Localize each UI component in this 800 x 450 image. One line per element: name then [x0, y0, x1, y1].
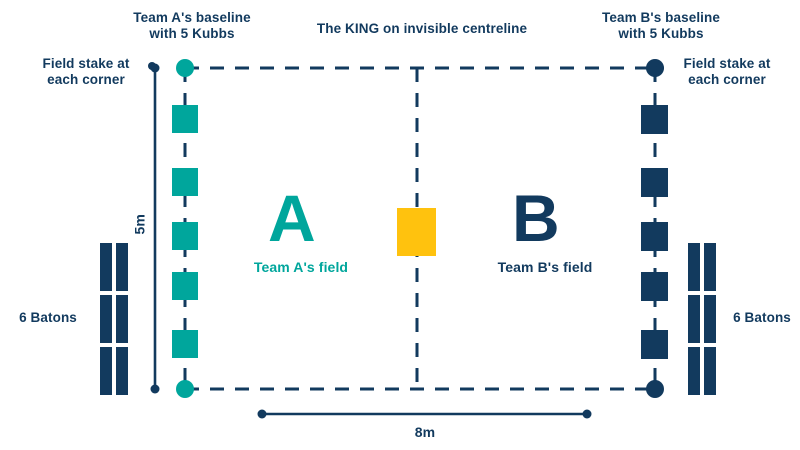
measure-5m-cap-bottom — [150, 384, 160, 394]
kubb-b-1 — [641, 105, 668, 134]
field-stake-bottom-left — [176, 380, 194, 398]
baton-right-2 — [704, 243, 716, 291]
kubb-a-1 — [172, 105, 198, 133]
kubb-a-3 — [172, 222, 198, 250]
field-stake-top-left — [176, 59, 194, 77]
batons-left-group — [100, 243, 128, 395]
label-team-a-field: Team A's field — [253, 259, 349, 275]
label-measure-5m: 5m — [131, 214, 148, 235]
batons-right-group — [688, 243, 716, 395]
baton-left-1 — [100, 243, 112, 291]
stake-callout-dot-left — [148, 62, 156, 70]
king-piece — [397, 208, 436, 256]
stake-callout-leaders — [148, 62, 664, 72]
baton-right-5 — [688, 347, 700, 395]
measure-8m-cap-left — [257, 409, 267, 419]
measure-8m-cap-right — [582, 409, 592, 419]
field-stake-bottom-right — [646, 380, 664, 398]
baton-right-4 — [704, 295, 716, 343]
letter-b: B — [512, 181, 560, 255]
kubb-a-5 — [172, 330, 198, 358]
king-block — [397, 208, 436, 256]
kubb-b-2 — [641, 168, 668, 197]
baton-right-3 — [688, 295, 700, 343]
team-b-baseline — [641, 59, 668, 398]
label-team-a-baseline: Team A's baseline with 5 Kubbs — [133, 10, 251, 41]
stake-callout-dot-right — [656, 64, 664, 72]
baton-right-6 — [704, 347, 716, 395]
kubb-a-2 — [172, 168, 198, 196]
label-measure-8m: 8m — [414, 424, 436, 440]
letter-a: A — [268, 181, 316, 255]
kubb-a-4 — [172, 272, 198, 300]
label-king-centreline: The KING on invisible centreline — [316, 21, 528, 36]
kubb-b-4 — [641, 272, 668, 301]
baton-right-1 — [688, 243, 700, 291]
measurement-8m — [257, 409, 592, 419]
baton-left-6 — [116, 347, 128, 395]
label-team-b-field: Team B's field — [497, 259, 593, 275]
kubb-b-5 — [641, 330, 668, 359]
label-field-stake-right: Field stake at each corner — [683, 56, 771, 87]
measurement-5m — [150, 63, 160, 394]
kubb-b-3 — [641, 222, 668, 251]
field-stake-top-right — [646, 59, 664, 77]
label-team-b-baseline: Team B's baseline with 5 Kubbs — [602, 10, 720, 41]
team-a-baseline — [172, 59, 198, 398]
label-field-stake-left: Field stake at each corner — [42, 56, 130, 87]
baton-left-4 — [116, 295, 128, 343]
label-batons-left: 6 Batons — [19, 310, 77, 325]
label-batons-right: 6 Batons — [733, 310, 791, 325]
baton-left-2 — [116, 243, 128, 291]
baton-left-3 — [100, 295, 112, 343]
baton-left-5 — [100, 347, 112, 395]
